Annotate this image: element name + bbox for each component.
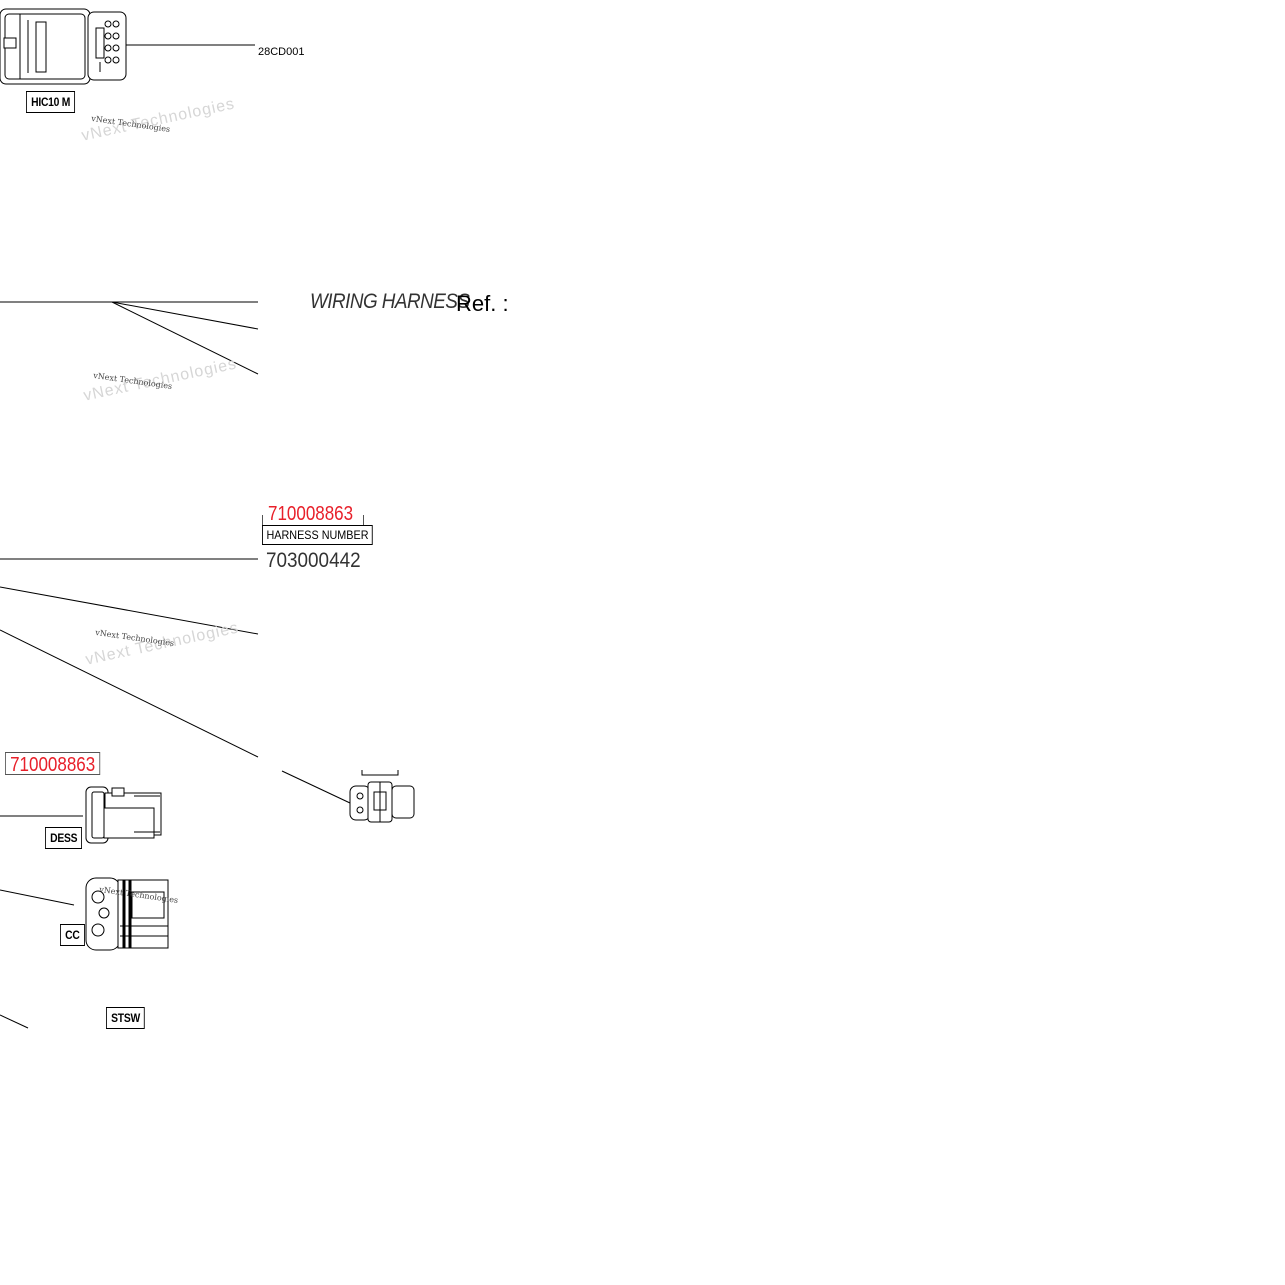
harness-wire [111, 301, 259, 375]
harness-number-value: 703000442 [266, 549, 361, 572]
harness-wire [281, 770, 351, 804]
connector-label-hic10m: HIC10 M [26, 91, 76, 113]
part-number-tag: 710008863 [5, 752, 101, 776]
harness-number-label: HARNESS NUMBER [262, 525, 374, 545]
dess-connector-drawing [85, 786, 162, 844]
hic10m-connector-drawing [0, 8, 127, 85]
harness-wire [0, 889, 75, 906]
connector-label-stsw: STSW [106, 1007, 146, 1029]
harness-number-partial: 710008863 [262, 503, 364, 525]
connector-part-number: 28CD001 [258, 46, 305, 58]
small-connector-drawing [349, 781, 415, 823]
connector-label-cc: CC [60, 924, 85, 946]
harness-wire [111, 301, 259, 330]
harness-wire [0, 1014, 29, 1029]
harness-wire [0, 586, 259, 635]
ref-label: Ref. : [456, 291, 509, 316]
connector-label-dess: DESS [45, 827, 83, 849]
cc-connector-drawing [85, 877, 169, 951]
diagram-title: WIRING HARNESS [310, 290, 470, 313]
bracket-stub [361, 770, 399, 776]
harness-wire [0, 629, 259, 758]
